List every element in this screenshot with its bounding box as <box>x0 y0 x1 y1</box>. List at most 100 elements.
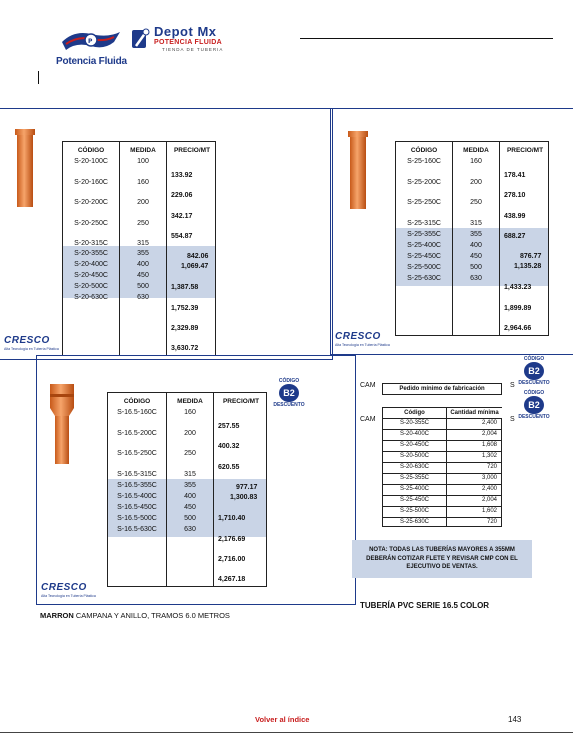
code-cell: S-25-355C <box>407 231 441 238</box>
code-cell: S-20-630C <box>74 294 108 301</box>
size-cell: 450 <box>470 253 482 260</box>
size-cell: 100 <box>137 158 149 165</box>
cresco-logo: CRESCO Alta Tecnología en Tubería Plásti… <box>41 582 96 598</box>
header-rule <box>300 38 553 39</box>
depot-mx-logo: Depot Mx POTENCIA FLUIDA TIENDA DE TUBER… <box>130 22 300 56</box>
price-cell: 620.55 <box>218 464 240 471</box>
size-column: MEDIDA 160 200 250 315 355 400 450 500 6… <box>453 142 499 335</box>
s-label: S <box>510 416 515 423</box>
code-cell: S-20-160C <box>74 179 108 186</box>
header-price: PRECIO/MT <box>222 398 260 405</box>
depot-mx-tagline: TIENDA DE TUBERIA <box>162 47 224 52</box>
header-code: CÓDIGO <box>77 147 105 154</box>
wrench-icon <box>132 28 150 48</box>
size-cell: 500 <box>184 515 196 522</box>
potencia-fluida-logo: P Potencia Fluida <box>54 28 128 68</box>
product-panel-s20: CÓDIGO S-20-100C S-20-160C S-20-200C S-2… <box>0 108 333 360</box>
size-cell: 160 <box>184 409 196 416</box>
code-cell: S-20-315C <box>74 240 108 247</box>
price-table-s165: CÓDIGO S-16.5-160C S-16.5-200C S-16.5-25… <box>107 392 267 587</box>
cresco-logo: CRESCO Alta Tecnología en Tubería Plásti… <box>4 335 59 351</box>
product-description: MARRON CAMPANA Y ANILLO, TRAMOS 6.0 METR… <box>40 611 230 620</box>
header-code: CÓDIGO <box>123 398 151 405</box>
size-cell: 250 <box>184 450 196 457</box>
size-cell: 160 <box>137 179 149 186</box>
cresco-logo: CRESCO Alta Tecnología en Tubería Plásti… <box>335 331 390 347</box>
pipe-image-icon <box>50 384 74 464</box>
header-bar <box>38 71 39 84</box>
discount-badge: CÓDIGO B2 DESCUENTO <box>273 378 305 408</box>
code-cell: S-16.5-355C <box>117 482 157 489</box>
price-cell: 1,300.83 <box>230 494 258 501</box>
price-column: PRECIO/MT 178.41 278.10 438.99 688.27 87… <box>500 142 550 335</box>
price-cell: 278.10 <box>504 192 526 199</box>
page-number: 143 <box>508 715 522 724</box>
min-header-qty: Cantidad mínima <box>447 408 502 418</box>
depot-mx-name: Depot Mx <box>154 24 217 39</box>
series-title: TUBERÍA PVC SERIE 16.5 COLOR <box>360 601 490 610</box>
code-cell: S-25-160C <box>407 158 441 165</box>
code-column: CÓDIGO S-16.5-160C S-16.5-200C S-16.5-25… <box>108 393 166 586</box>
price-cell: 133.92 <box>171 172 193 179</box>
price-cell: 842.06 <box>187 253 209 260</box>
svg-text:P: P <box>88 38 93 45</box>
code-cell: S-25-400C <box>407 242 441 249</box>
code-cell: S-25-450C <box>407 253 441 260</box>
minimum-order-title: Pedido mínimo de fabricación <box>382 383 502 395</box>
code-column: CÓDIGO S-20-100C S-20-160C S-20-200C S-2… <box>63 142 119 355</box>
price-cell: 3,630.72 <box>171 345 199 352</box>
footer-rule <box>0 732 573 733</box>
price-cell: 229.06 <box>171 192 193 199</box>
code-cell: S-16.5-500C <box>117 515 157 522</box>
size-cell: 250 <box>470 199 482 206</box>
price-cell: 1,752.39 <box>171 305 199 312</box>
product-panel-s165: CÓDIGO S-16.5-160C S-16.5-200C S-16.5-25… <box>36 355 356 605</box>
code-cell: S-20-100C <box>74 158 108 165</box>
code-cell: S-20-450C <box>74 272 108 279</box>
code-cell: S-20-250C <box>74 220 108 227</box>
cam-label: CAM <box>360 416 376 423</box>
code-cell: S-25-250C <box>407 199 441 206</box>
price-table-s25: CÓDIGO S-25-160C S-25-200C S-25-250C S-2… <box>395 141 549 336</box>
price-cell: 1,069.47 <box>181 263 209 270</box>
size-cell: 355 <box>470 231 482 238</box>
size-cell: 500 <box>137 283 149 290</box>
price-cell: 178.41 <box>504 172 526 179</box>
size-cell: 200 <box>137 199 149 206</box>
back-to-index-link[interactable]: Volver al índice <box>255 715 310 724</box>
size-cell: 400 <box>184 493 196 500</box>
code-cell: S-25-630C <box>407 275 441 282</box>
min-header-code: Código <box>383 408 446 418</box>
code-cell: S-16.5-630C <box>117 526 157 533</box>
price-cell: 2,176.69 <box>218 536 246 543</box>
price-cell: 438.99 <box>504 213 526 220</box>
size-column: MEDIDA 100 160 200 250 315 355 400 450 5… <box>120 142 166 355</box>
code-cell: S-20-400C <box>74 261 108 268</box>
size-cell: 200 <box>470 179 482 186</box>
shipping-note: NOTA: TODAS LAS TUBERÍAS MAYORES A 355MM… <box>352 540 532 578</box>
code-cell: S-25-315C <box>407 220 441 227</box>
header-price: PRECIO/MT <box>506 147 544 154</box>
price-column: PRECIO/MT 257.55 400.32 620.55 977.17 1,… <box>214 393 268 586</box>
header-code: CÓDIGO <box>410 147 438 154</box>
price-cell: 2,716.00 <box>218 556 246 563</box>
code-cell: S-25-200C <box>407 179 441 186</box>
price-cell: 1,433.23 <box>504 284 532 291</box>
size-cell: 630 <box>184 526 196 533</box>
price-cell: 1,135.28 <box>514 263 542 270</box>
highlight-band <box>63 246 215 298</box>
potencia-fluida-name: Potencia Fluida <box>56 56 127 67</box>
price-cell: 400.32 <box>218 443 240 450</box>
price-cell: 1,387.58 <box>171 284 199 291</box>
code-cell: S-16.5-160C <box>117 409 157 416</box>
code-cell: S-20-500C <box>74 283 108 290</box>
price-column: PRECIO/MT 133.92 229.06 342.17 554.87 84… <box>167 142 217 355</box>
price-table-s20: CÓDIGO S-20-100C S-20-160C S-20-200C S-2… <box>62 141 216 356</box>
price-cell: 876.77 <box>520 253 542 260</box>
